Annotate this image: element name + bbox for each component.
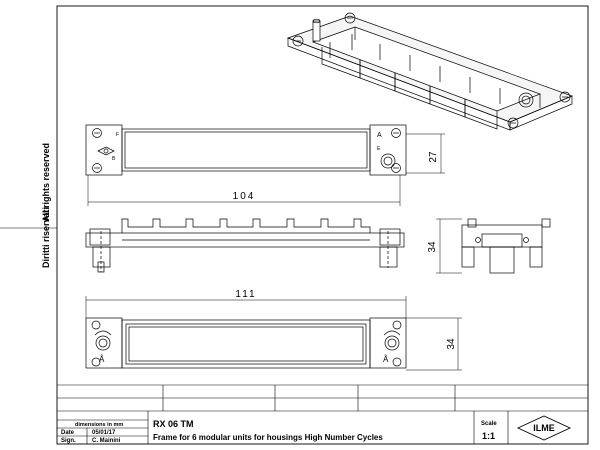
dimension-27-label: 27 bbox=[428, 151, 439, 163]
isometric-view bbox=[286, 12, 573, 131]
top-view bbox=[85, 124, 407, 176]
dimension-side-34-lines bbox=[436, 218, 462, 274]
dimension-side-34-label: 34 bbox=[427, 241, 438, 253]
front-view bbox=[85, 218, 405, 273]
top-view-a-marker: A bbox=[377, 132, 382, 139]
dimension-111-lines bbox=[85, 296, 407, 318]
sign-label: Sign. bbox=[61, 438, 76, 444]
drawing-description: Frame for 6 modular units for housings H… bbox=[153, 433, 383, 442]
top-view-e-marker: E bbox=[377, 146, 381, 152]
date-value: 05/01/17 bbox=[92, 430, 116, 436]
rights-left-text: Diritti riservati bbox=[41, 207, 51, 268]
sign-value: C. Mainini bbox=[92, 438, 121, 444]
bottom-view-right-mark: Å bbox=[383, 355, 389, 364]
bottom-view-left-mark: Å bbox=[99, 355, 105, 364]
dimension-104-label: 104 bbox=[233, 191, 256, 202]
drawing-code: RX 06 TM bbox=[153, 419, 194, 429]
scale-label: Scale bbox=[481, 421, 497, 427]
dimension-bottom-34-lines bbox=[406, 317, 462, 371]
ilme-logo: ILME bbox=[516, 415, 572, 441]
title-block-grid bbox=[57, 384, 588, 444]
dimension-27-lines bbox=[406, 133, 445, 174]
dimension-104-lines bbox=[87, 175, 401, 206]
units-label: dimensions in mm bbox=[75, 422, 123, 428]
date-label: Date bbox=[61, 430, 75, 436]
top-view-b-marker: B bbox=[112, 156, 116, 162]
logo-text: ILME bbox=[533, 423, 555, 433]
bottom-view bbox=[85, 317, 407, 369]
rights-right-text: All rights reserved bbox=[41, 143, 51, 222]
scale-value: 1:1 bbox=[482, 431, 495, 441]
top-view-f-marker: F bbox=[116, 132, 119, 138]
sheet-border bbox=[56, 5, 589, 445]
dimension-bottom-34-label: 34 bbox=[446, 338, 457, 350]
side-view bbox=[461, 218, 551, 274]
dimension-111-label: 111 bbox=[235, 289, 256, 300]
